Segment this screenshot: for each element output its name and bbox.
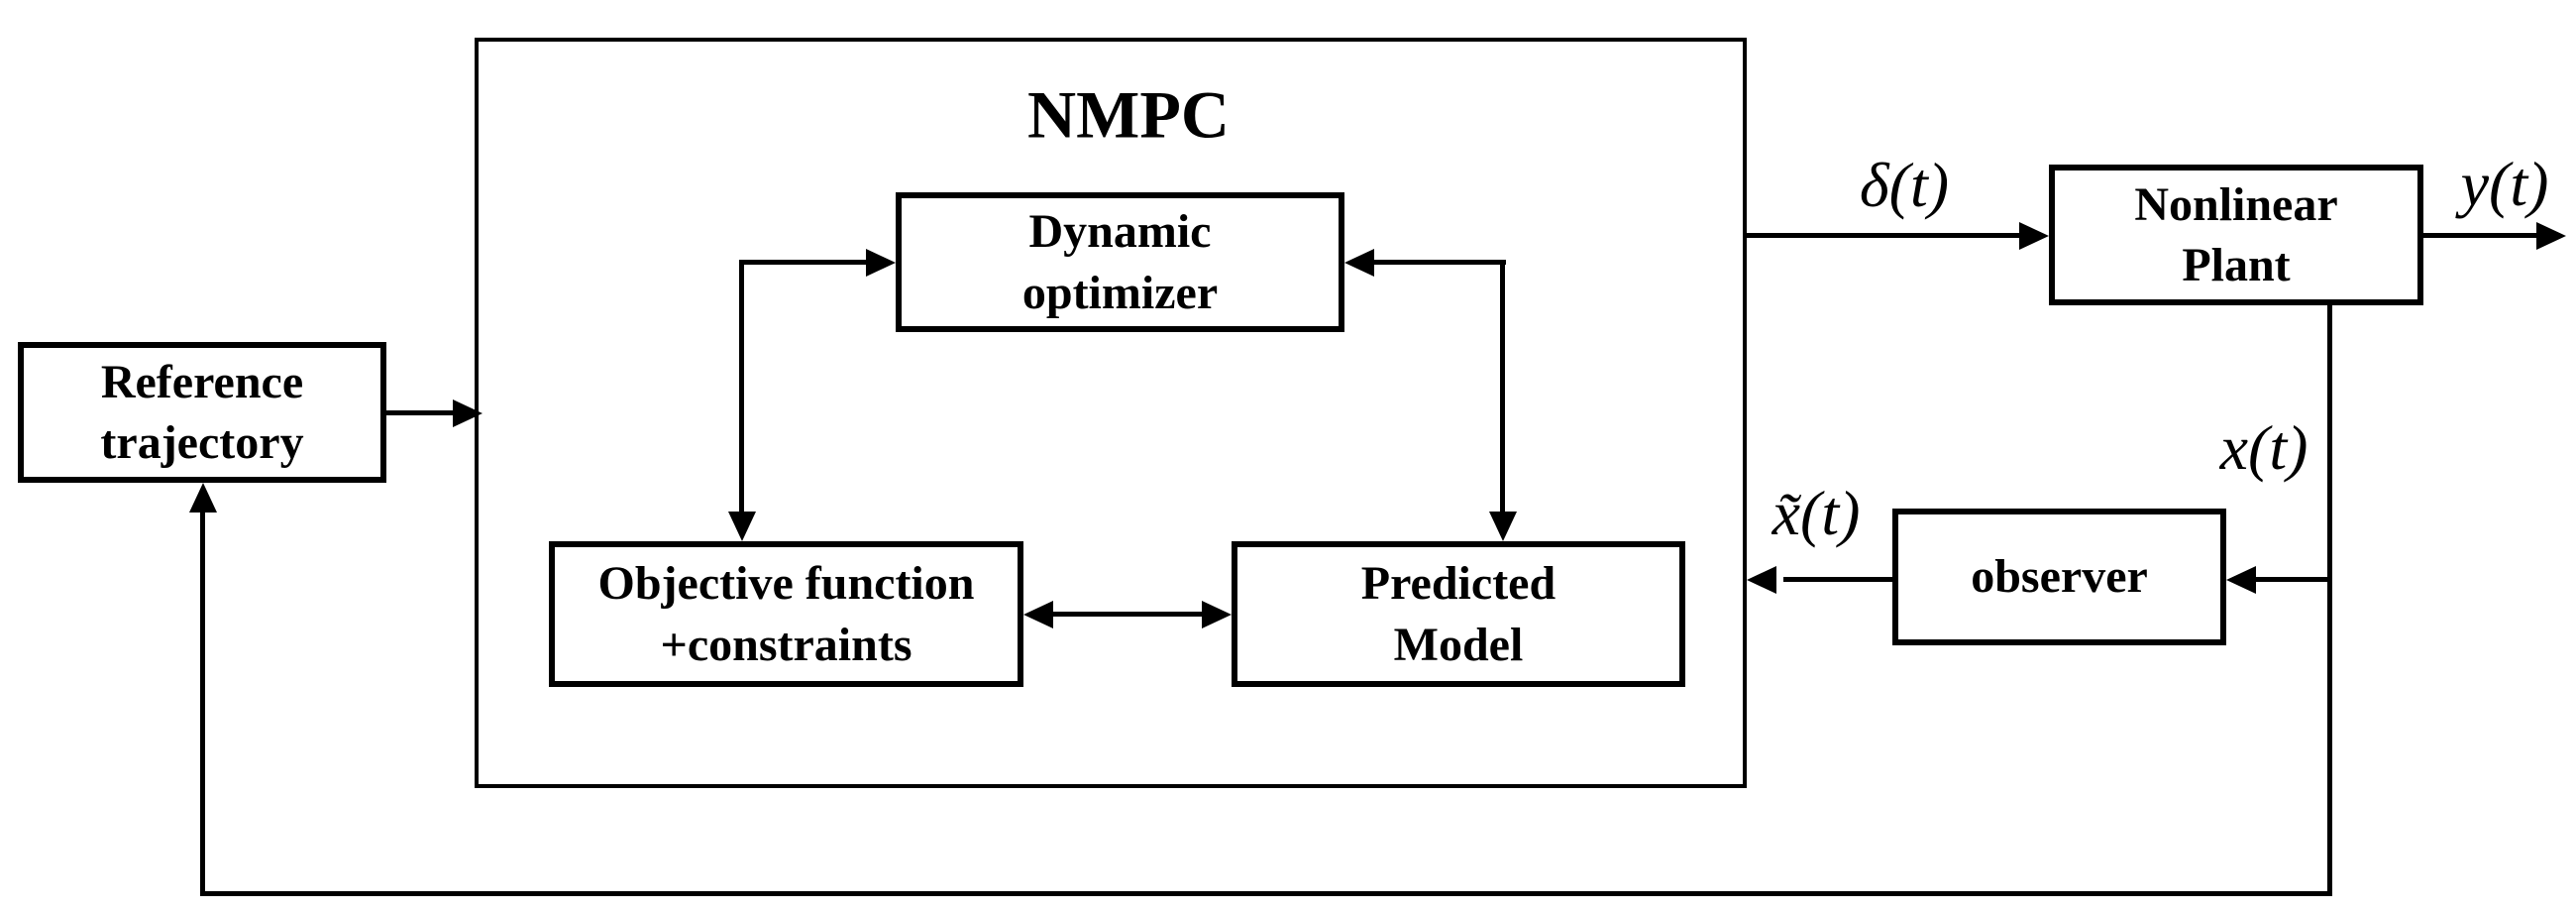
- state-to-observer-line: [2256, 577, 2330, 582]
- nonlinear-plant-box: Nonlinear Plant: [2049, 165, 2423, 305]
- dynamic-optimizer-box: Dynamic optimizer: [896, 192, 1344, 332]
- plant-output-line: [2423, 233, 2536, 238]
- objective-function-box: Objective function +constraints: [549, 541, 1023, 687]
- state-to-observer-arrowhead: [2226, 566, 2256, 594]
- predicted-model-label: Predicted Model: [1360, 557, 1556, 671]
- nmpc-to-plant-line: [1747, 233, 2019, 238]
- reference-trajectory-label: Reference trajectory: [100, 355, 304, 469]
- optimizer-model-connector-vertical: [1500, 260, 1505, 512]
- observer-box: observer: [1892, 509, 2226, 645]
- feedback-to-reference-arrowhead: [189, 483, 217, 513]
- x-signal-label: x(t): [2219, 412, 2308, 483]
- observer-to-nmpc-arrowhead: [1747, 566, 1776, 594]
- optimizer-objective-arrowhead-into-objective: [728, 512, 756, 541]
- optimizer-model-arrowhead-into-model: [1489, 512, 1517, 541]
- predicted-model-box: Predicted Model: [1232, 541, 1685, 687]
- nonlinear-plant-label: Nonlinear Plant: [2134, 177, 2338, 291]
- nmpc-to-plant-arrowhead: [2019, 222, 2049, 250]
- plant-output-arrowhead: [2536, 222, 2566, 250]
- optimizer-objective-connector-vertical: [739, 260, 744, 512]
- x-tilde-signal-label: x̃(t): [1771, 478, 1861, 548]
- dynamic-optimizer-label: Dynamic optimizer: [1021, 205, 1219, 319]
- optimizer-objective-connector-horizontal: [742, 260, 866, 265]
- optimizer-model-arrowhead-into-optimizer: [1344, 249, 1374, 277]
- reference-to-nmpc-line: [386, 410, 453, 415]
- feedback-bottom-line: [201, 891, 2332, 896]
- feedback-left-vertical-line: [200, 511, 205, 896]
- reference-to-nmpc-arrowhead: [453, 399, 483, 427]
- plant-state-feedback-vertical-line: [2327, 305, 2332, 896]
- y-signal-label: y(t): [2460, 149, 2549, 219]
- objective-model-arrowhead-left: [1023, 601, 1053, 628]
- nmpc-title: NMPC: [1027, 76, 1230, 153]
- objective-model-arrowhead-right: [1202, 601, 1232, 628]
- objective-model-connector-line: [1053, 612, 1202, 617]
- objective-function-label: Objective function +constraints: [597, 557, 975, 671]
- optimizer-objective-arrowhead-into-optimizer: [866, 249, 896, 277]
- observer-label: observer: [1971, 550, 2148, 604]
- observer-to-nmpc-line: [1783, 577, 1892, 582]
- optimizer-model-connector-horizontal: [1374, 260, 1506, 265]
- delta-signal-label: δ(t): [1859, 150, 1950, 220]
- reference-trajectory-box: Reference trajectory: [18, 342, 386, 483]
